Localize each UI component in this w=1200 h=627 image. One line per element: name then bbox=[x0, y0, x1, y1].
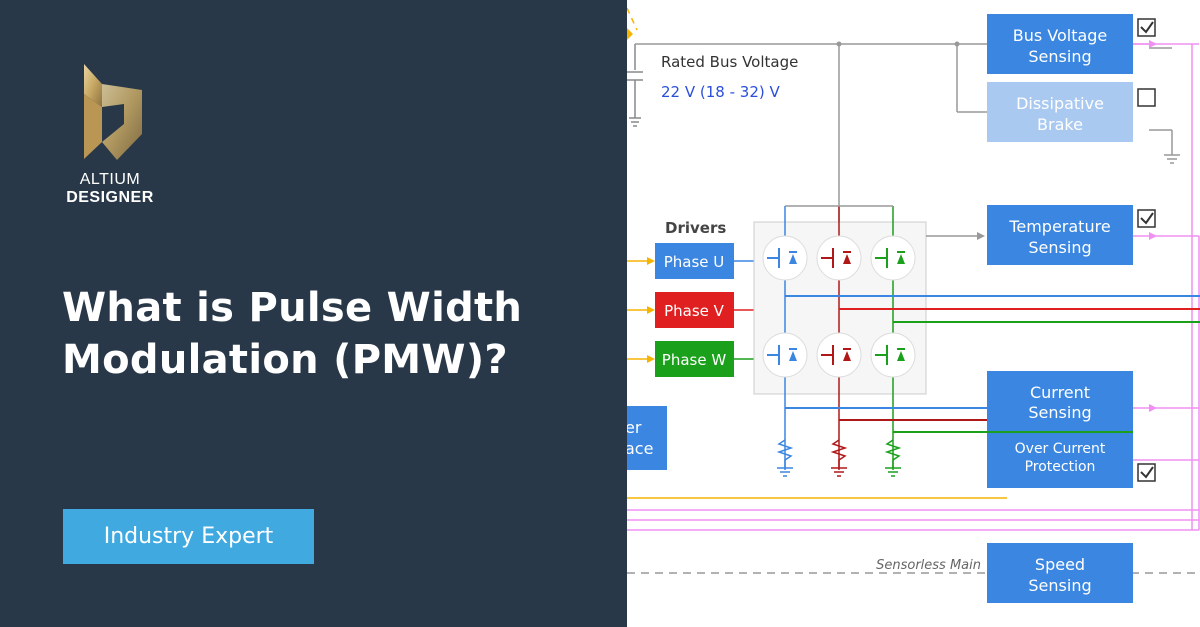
left-panel: ALTIUM DESIGNER What is Pulse Width Modu… bbox=[0, 0, 627, 627]
pink-signal-wires bbox=[627, 43, 1200, 531]
shunt-resistor-icons bbox=[776, 439, 902, 477]
sensorless-label: Sensorless Main bbox=[876, 558, 981, 573]
title-line-1: What is Pulse Width bbox=[62, 285, 523, 331]
brake-checkbox[interactable] bbox=[1137, 88, 1156, 107]
interface-block-partial[interactable] bbox=[627, 406, 667, 470]
phase-u-label: Phase U bbox=[664, 253, 725, 271]
category-badge[interactable]: Industry Expert bbox=[63, 509, 314, 564]
brake-label-1: Dissipative bbox=[1016, 94, 1104, 113]
brand-product: DESIGNER bbox=[66, 189, 154, 206]
phase-v-block[interactable] bbox=[655, 292, 734, 328]
capacitor-icon bbox=[627, 44, 643, 127]
bus-voltage-sensing-block[interactable] bbox=[987, 14, 1133, 74]
temperature-checkbox[interactable] bbox=[1137, 209, 1156, 228]
phase-u-block[interactable] bbox=[655, 243, 734, 279]
driver-output-wires bbox=[734, 260, 757, 360]
overcurrent-label-1: Over Current bbox=[1015, 441, 1106, 457]
arrow-icon bbox=[627, 28, 633, 40]
current-label-1: Current bbox=[1030, 383, 1090, 402]
altium-logo-icon bbox=[62, 62, 162, 162]
phase-w-block[interactable] bbox=[655, 341, 734, 377]
page-title: What is Pulse Width Modulation (PMW)? bbox=[62, 282, 582, 386]
brake-label-2: Brake bbox=[1037, 115, 1083, 134]
transistor-switch-icons bbox=[762, 235, 916, 378]
overcurrent-label-2: Protection bbox=[1025, 459, 1096, 475]
speed-label-2: Sensing bbox=[1028, 576, 1091, 595]
bus-voltage-label-1: Bus Voltage bbox=[1013, 26, 1108, 45]
bus-wires bbox=[635, 43, 1180, 222]
speed-label-1: Speed bbox=[1035, 555, 1085, 574]
rated-bus-voltage-value: 22 V (18 - 32) V bbox=[661, 83, 780, 101]
phase-w-label: Phase W bbox=[662, 351, 727, 369]
bus-voltage-checkbox[interactable] bbox=[1137, 18, 1156, 37]
dissipative-brake-block[interactable] bbox=[987, 82, 1133, 142]
rated-bus-voltage-label: Rated Bus Voltage bbox=[661, 53, 798, 71]
overcurrent-checkbox[interactable] bbox=[1137, 463, 1156, 482]
partial-block-label-1: er bbox=[627, 418, 642, 437]
current-sensing-block[interactable] bbox=[987, 371, 1133, 488]
phase-v-label: Phase V bbox=[664, 302, 725, 320]
bldc-schematic-diagram: Rated Bus Voltage 22 V (18 - 32) V Bus V… bbox=[627, 0, 1200, 627]
bus-voltage-label-2: Sensing bbox=[1028, 47, 1091, 66]
current-label-2: Sensing bbox=[1028, 403, 1091, 422]
yellow-input-wires bbox=[627, 260, 1007, 499]
temperature-label-1: Temperature bbox=[1008, 217, 1110, 236]
brand-name: ALTIUM bbox=[79, 171, 141, 188]
drivers-label: Drivers bbox=[665, 219, 726, 237]
speed-sensing-block[interactable] bbox=[987, 543, 1133, 603]
temperature-sensing-block[interactable] bbox=[987, 205, 1133, 265]
motor-wires bbox=[785, 295, 1200, 433]
partial-block-label-2: ace bbox=[627, 439, 653, 458]
title-line-2: Modulation (PMW)? bbox=[62, 337, 508, 383]
yellow-dashed-lines bbox=[627, 7, 638, 31]
temperature-label-2: Sensing bbox=[1028, 238, 1091, 257]
